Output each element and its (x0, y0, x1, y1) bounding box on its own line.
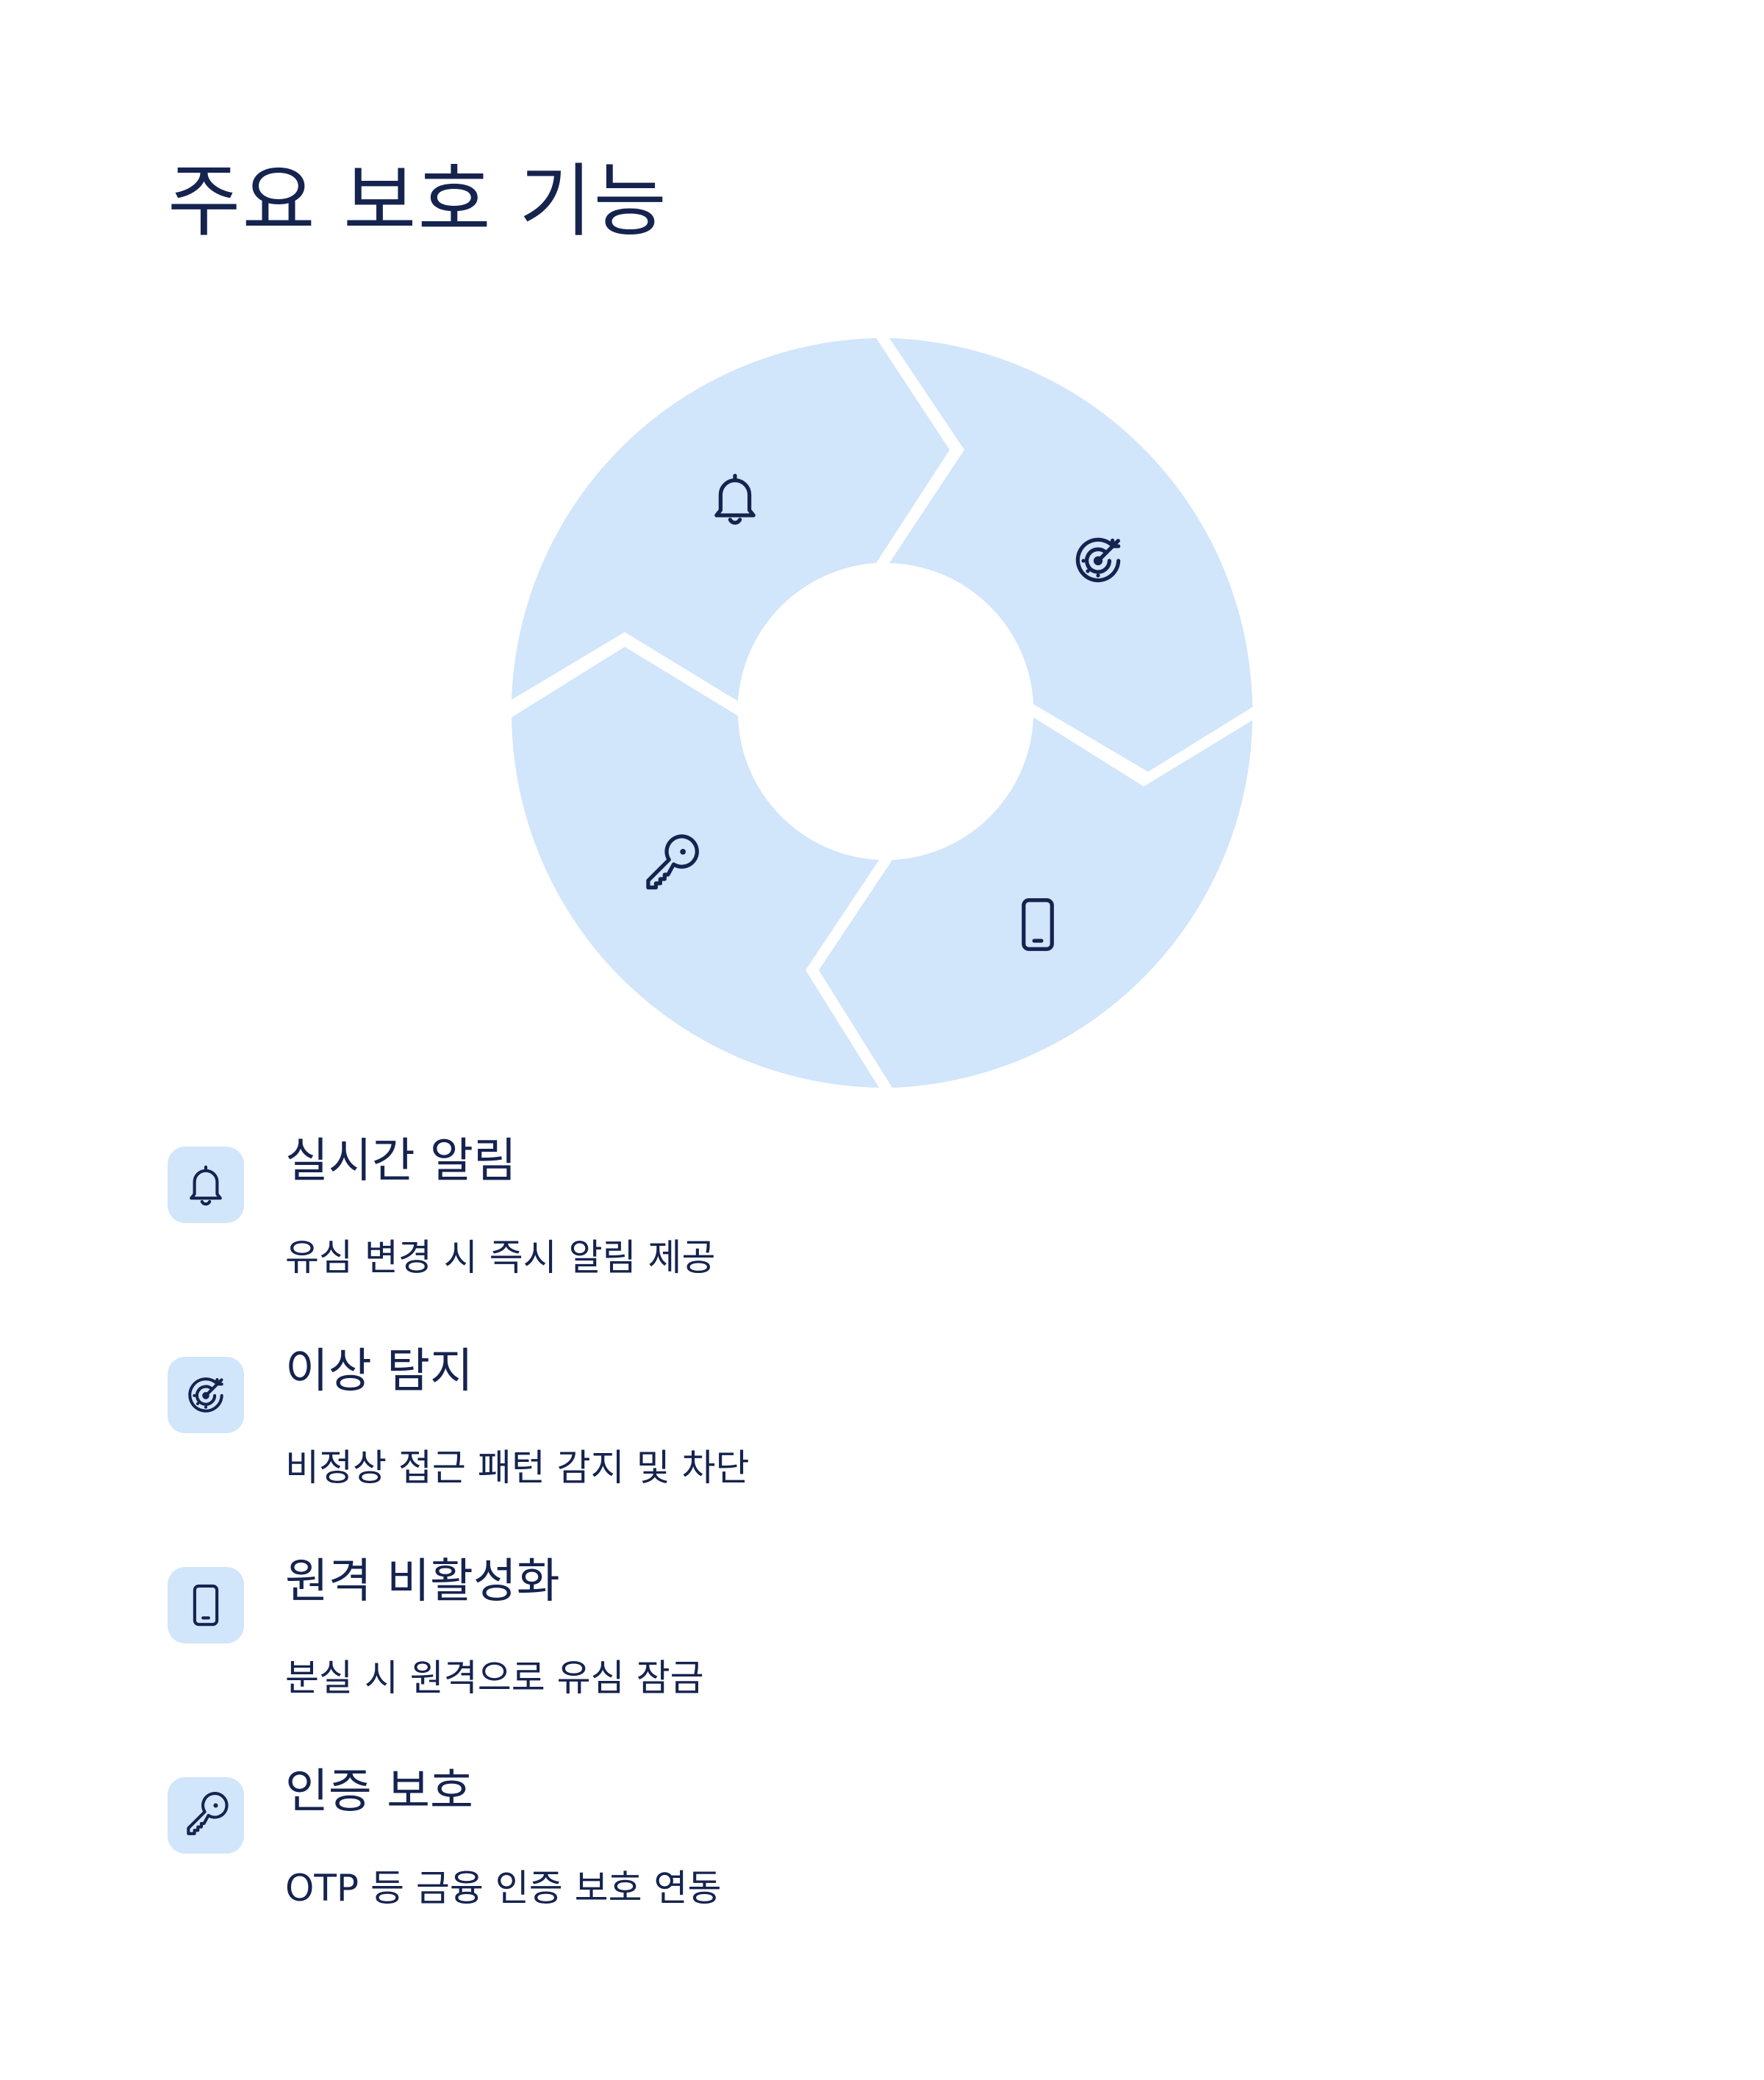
radar-target-icon (182, 1371, 230, 1419)
feature-item-anomaly-detection: 이상 탐지 비정상 접근 패턴 감지 및 차단 (168, 1342, 1564, 1552)
page-title: 주요 보호 기능 (168, 156, 668, 248)
feature-description: OTP 등 금융 인증 보호 연동 (285, 1867, 722, 1909)
protection-cycle-diagram (512, 338, 1252, 1088)
feature-list: 실시간 알림 유심 변경 시 즉시 알림 제공 이상 탐지 비정상 접근 패턴 … (168, 1132, 1564, 1973)
feature-title: 원격 비활성화 (285, 1554, 560, 1609)
feature-icon-tile (168, 1567, 244, 1643)
feature-description: 분실 시 원격으로 유심 잠금 (285, 1657, 704, 1699)
feature-title: 실시간 알림 (285, 1134, 517, 1188)
feature-description: 유심 변경 시 즉시 알림 제공 (285, 1236, 716, 1279)
feature-item-realtime-alerts: 실시간 알림 유심 변경 시 즉시 알림 제공 (168, 1132, 1564, 1342)
key-icon (182, 1791, 230, 1840)
smartphone-icon (182, 1581, 230, 1629)
feature-title: 이상 탐지 (285, 1344, 473, 1399)
feature-icon-tile (168, 1147, 244, 1223)
feature-icon-tile (168, 1777, 244, 1854)
bell-icon (182, 1161, 230, 1209)
feature-item-authentication-protection: 인증 보호 OTP 등 금융 인증 보호 연동 (168, 1762, 1564, 1973)
cycle-segment-remote-lock (819, 717, 1252, 1088)
cycle-segment-detection (889, 338, 1252, 772)
feature-description: 비정상 접근 패턴 감지 및 차단 (285, 1446, 750, 1489)
cycle-ring (512, 338, 1252, 1088)
feature-icon-tile (168, 1357, 244, 1433)
feature-title: 인증 보호 (285, 1765, 473, 1819)
feature-item-remote-deactivation: 원격 비활성화 분실 시 원격으로 유심 잠금 (168, 1552, 1564, 1762)
cycle-segment-authentication (512, 647, 879, 1088)
